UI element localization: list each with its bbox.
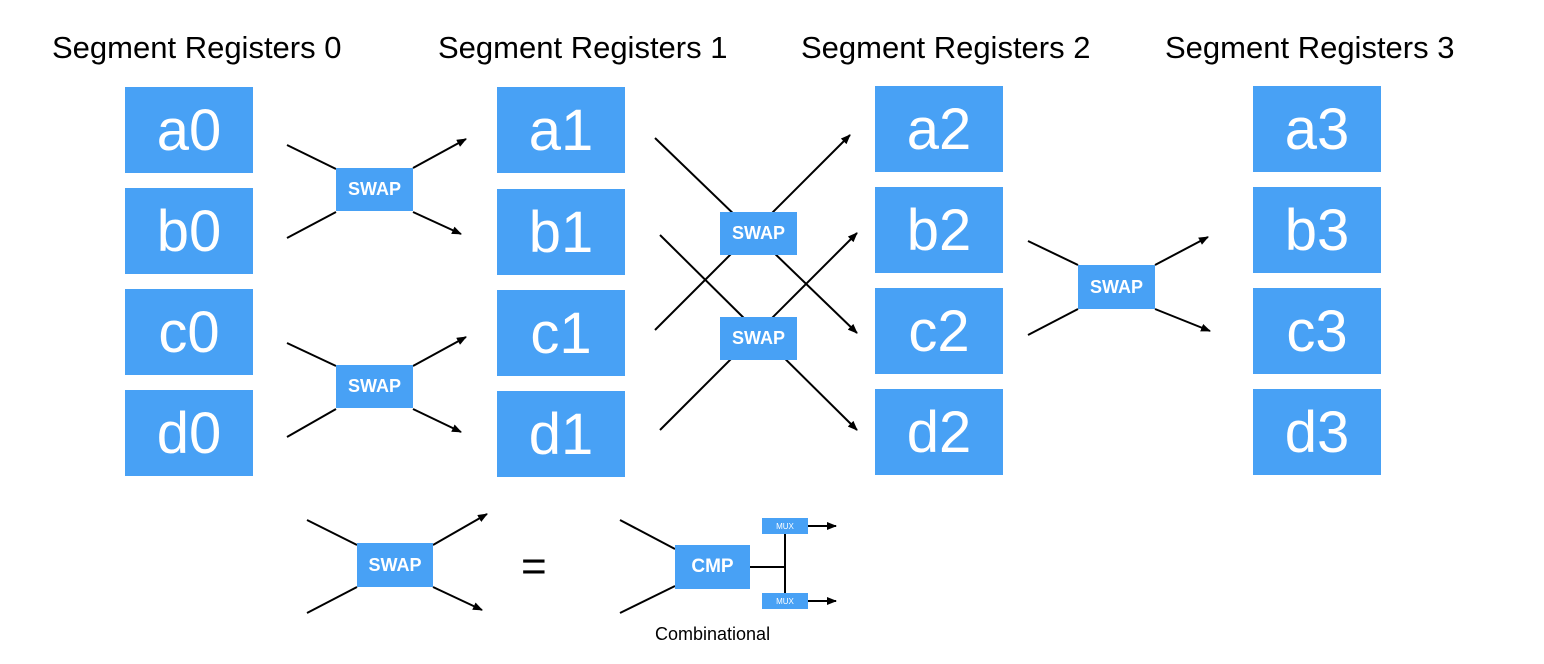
mux-block: MUX xyxy=(762,518,808,534)
wire xyxy=(619,519,676,550)
arrow xyxy=(1154,236,1209,266)
register-a3: a3 xyxy=(1253,86,1381,172)
register-b1: b1 xyxy=(497,189,625,275)
stage-heading-0: Segment Registers 0 xyxy=(52,30,342,65)
stage-heading-1: Segment Registers 1 xyxy=(438,30,728,65)
combinational-caption: Combinational xyxy=(655,624,771,644)
wire xyxy=(306,519,358,546)
register-b2: b2 xyxy=(875,187,1003,273)
legend-swap-block: SWAP xyxy=(357,543,433,587)
register-a1: a1 xyxy=(497,87,625,173)
swap-block: SWAP xyxy=(336,365,413,408)
wire xyxy=(619,585,676,614)
register-d1: d1 xyxy=(497,391,625,477)
arrow xyxy=(412,138,467,169)
arrow xyxy=(412,408,462,433)
swap-block: SWAP xyxy=(1078,265,1155,309)
register-c0: c0 xyxy=(125,289,253,375)
stage-heading-2: Segment Registers 2 xyxy=(801,30,1091,65)
register-c1: c1 xyxy=(497,290,625,376)
swap-block: SWAP xyxy=(336,168,413,211)
wire xyxy=(286,342,337,367)
register-a0: a0 xyxy=(125,87,253,173)
wire xyxy=(286,408,337,438)
mux-block: MUX xyxy=(762,593,808,609)
equals-sign: = xyxy=(521,542,547,591)
arrow xyxy=(412,336,467,367)
arrow xyxy=(432,586,483,611)
wire xyxy=(286,144,337,170)
register-d0: d0 xyxy=(125,390,253,476)
register-d3: d3 xyxy=(1253,389,1381,475)
wire xyxy=(1027,240,1079,266)
register-d2: d2 xyxy=(875,389,1003,475)
register-b3: b3 xyxy=(1253,187,1381,273)
arrow xyxy=(412,211,462,235)
wire xyxy=(306,586,358,614)
stage-heading-3: Segment Registers 3 xyxy=(1165,30,1455,65)
wire xyxy=(286,211,337,239)
register-c3: c3 xyxy=(1253,288,1381,374)
swap-block: SWAP xyxy=(720,317,797,360)
cmp-block: CMP xyxy=(675,545,750,589)
register-b0: b0 xyxy=(125,188,253,274)
register-a2: a2 xyxy=(875,86,1003,172)
arrow xyxy=(432,513,488,546)
arrow xyxy=(1154,308,1211,332)
wire xyxy=(1027,308,1079,336)
swap-block: SWAP xyxy=(720,212,797,255)
register-c2: c2 xyxy=(875,288,1003,374)
